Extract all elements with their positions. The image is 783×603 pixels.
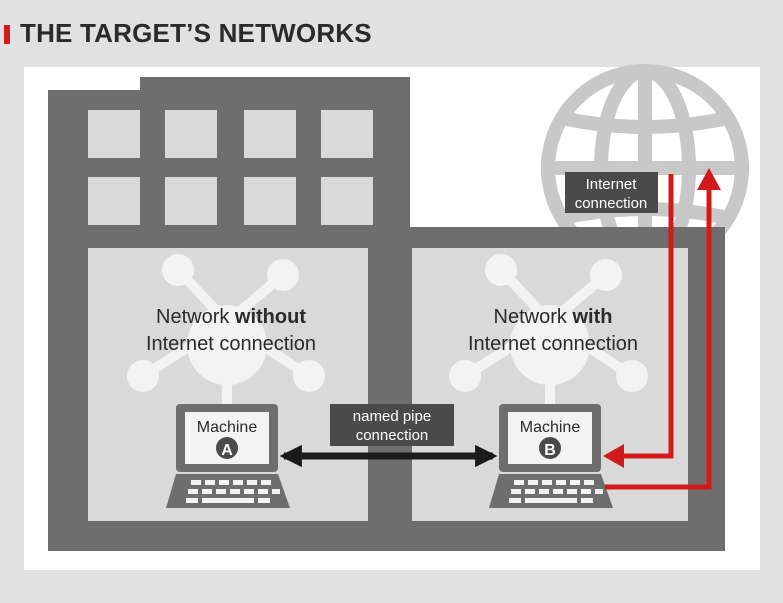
machine-b-badge <box>539 437 561 459</box>
network-right-subtitle: Internet connection <box>468 333 638 355</box>
machine-a-label: Machine <box>197 419 258 436</box>
network-hub-icon <box>449 254 648 405</box>
title-accent-bar <box>4 25 10 44</box>
machine-b-badge-letter: B <box>544 442 556 459</box>
internet-label-line1: Internet <box>586 176 638 193</box>
network-hub-icon <box>127 254 325 405</box>
machine-a-badge <box>216 437 238 459</box>
named-pipe-line2: connection <box>356 427 429 444</box>
building-roof <box>140 77 410 97</box>
network-left-title: Network without <box>156 306 306 328</box>
machine-a-badge-letter: A <box>221 442 233 459</box>
header: THE TARGET’S NETWORKS <box>0 0 783 66</box>
building <box>48 77 725 551</box>
red-arrowhead-up <box>697 168 721 190</box>
named-pipe-line1: named pipe <box>353 408 431 425</box>
network-left-subtitle: Internet connection <box>146 333 316 355</box>
named-pipe-label-box <box>330 404 454 446</box>
network-right-title: Network with <box>494 306 613 328</box>
red-arrowhead-left <box>603 444 624 468</box>
building-windows <box>88 110 373 225</box>
red-outbound-line <box>605 190 712 490</box>
red-inbound-line <box>622 174 674 459</box>
internet-label-line2: connection <box>575 195 648 212</box>
internet-label-box <box>565 172 658 213</box>
machine-b-label: Machine <box>520 419 581 436</box>
page-title: THE TARGET’S NETWORKS <box>20 18 372 48</box>
internet-connection-arrows <box>603 168 721 490</box>
